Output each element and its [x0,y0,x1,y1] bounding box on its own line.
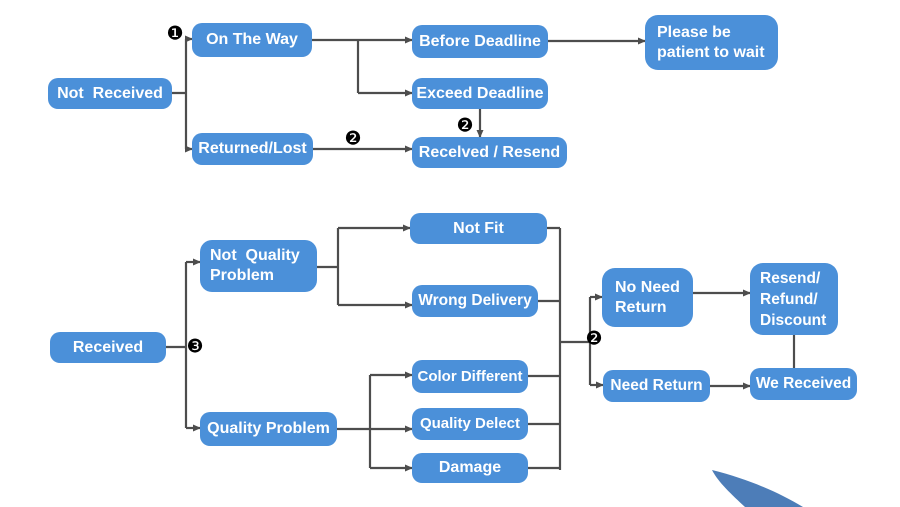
connector-return-branch [560,297,592,385]
node-need-return: Need Return [603,370,710,402]
connector-not-received-branch [172,39,188,149]
step-marker-2-returned: ❷ [344,127,362,150]
node-we-received: We Received [750,368,857,400]
node-received: Received [50,332,166,363]
step-marker-2-exceed: ❷ [456,114,474,137]
connector-not-quality-branch [317,228,340,305]
decorative-swoosh-shape [712,470,803,507]
node-damage: Damage [412,453,528,483]
node-quality-problem: Quality Problem [200,412,337,446]
step-marker-1: ❶ [166,22,184,45]
node-exceed-deadline: Exceed Deadline [412,78,548,109]
connector-collector [528,226,562,470]
node-not-fit: Not Fit [410,213,547,244]
node-color-different: Color Different [412,360,528,393]
node-quality-delect: Quality Delect [412,408,528,440]
node-returned-lost: Returned/Lost [192,133,313,165]
node-on-the-way: On The Way [192,23,312,57]
node-not-quality-problem: Not Quality Problem [200,240,317,292]
step-marker-2-return-branch: ❷ [585,327,603,350]
step-marker-3: ❸ [186,335,204,358]
node-before-deadline: Before Deadline [412,25,548,58]
node-please-be-patient: Please be patient to wait [645,15,778,70]
node-received-resend: Recelved / Resend [412,137,567,168]
node-no-need-return: No Need Return [602,268,693,327]
connector-received-branch [166,262,188,428]
node-not-received: Not Received [48,78,172,109]
node-wrong-delivery: Wrong Delivery [412,285,538,317]
node-resend-refund-discount: Resend/ Refund/ Discount [750,263,838,335]
